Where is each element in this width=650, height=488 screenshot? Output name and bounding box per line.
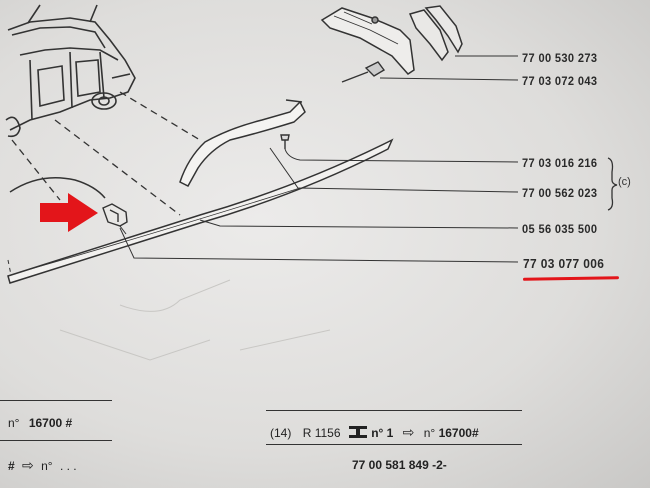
faint-background-lines xyxy=(59,279,331,361)
curly-brace xyxy=(607,157,618,211)
part-number-2: 77 03 072 043 xyxy=(522,74,598,88)
footer-part-number: 77 00 581 849 -2- xyxy=(352,458,447,472)
light-lens xyxy=(408,5,463,62)
small-screw xyxy=(341,61,386,83)
trim-clip-part xyxy=(102,203,128,235)
wheel-arch-outline xyxy=(9,177,106,199)
part-number-5: 05 56 035 500 xyxy=(522,222,598,236)
trim-strip xyxy=(7,138,394,284)
footer-rule-right-mid xyxy=(266,444,522,445)
part-number-3: 77 03 016 216 xyxy=(522,156,598,170)
dashed-leader-lines xyxy=(11,91,201,216)
screw-part xyxy=(280,134,290,149)
part-number-highlighted: 77 03 077 006 xyxy=(523,256,605,271)
footer-left-row1: n° 16700 # xyxy=(8,416,73,430)
footer-model-row: (14) R 1156 n° 1 ⇨ n° 16700# xyxy=(270,424,479,440)
quarter-trim-piece xyxy=(179,99,306,187)
part-leader-lines xyxy=(119,55,519,263)
footer-rule-right-top xyxy=(266,410,522,411)
footer-rule-left-top xyxy=(0,400,112,401)
footer-rule-left-mid xyxy=(0,440,112,441)
bracket-label: (c) xyxy=(618,176,631,188)
footer-left-row2: # ⇨ n° . . . xyxy=(8,457,77,473)
red-arrow-icon xyxy=(40,193,98,232)
tail-light-assembly xyxy=(320,7,415,75)
part-number-1: 77 00 530 273 xyxy=(522,51,598,65)
axle-icon xyxy=(348,426,367,438)
car-illustration xyxy=(5,4,136,138)
part-number-4: 77 00 562 023 xyxy=(522,186,598,200)
